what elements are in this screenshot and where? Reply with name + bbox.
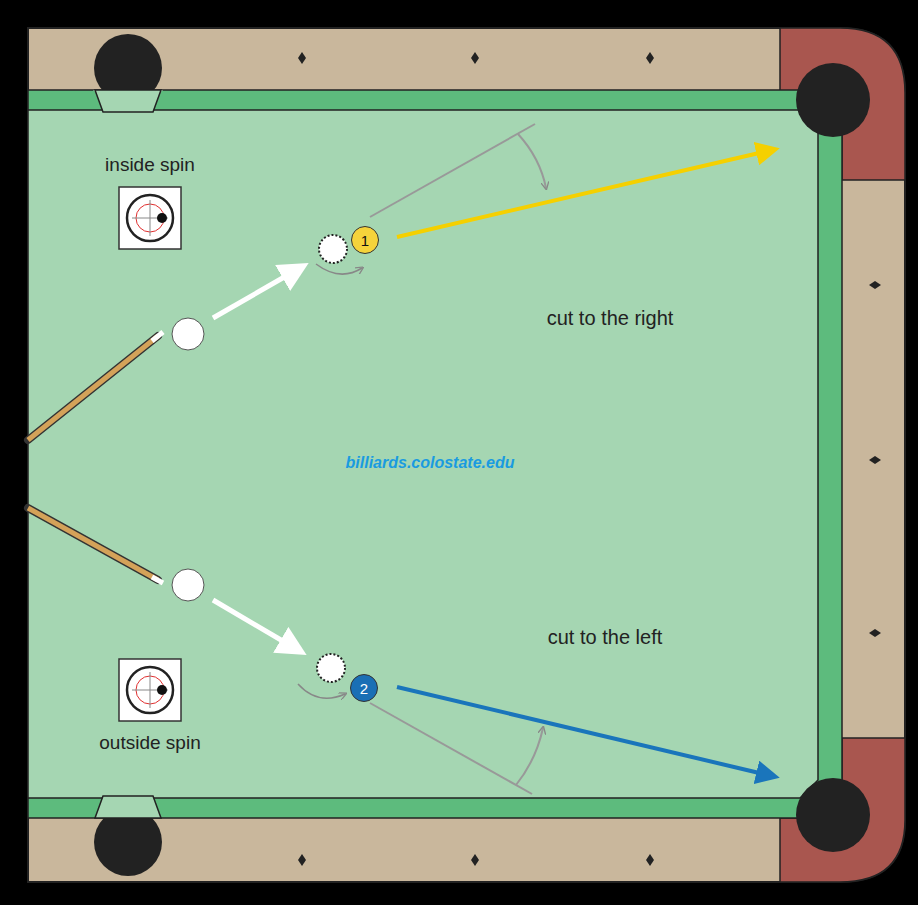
watermark: billiards.colostate.edu bbox=[346, 454, 515, 472]
shot-label: cut to the left bbox=[548, 626, 663, 649]
spin-panel: outside spin bbox=[99, 658, 200, 756]
ball-number: 2 bbox=[360, 681, 368, 696]
spin-icon bbox=[118, 658, 182, 722]
spin-label: inside spin bbox=[105, 152, 195, 178]
ball-number: 1 bbox=[361, 233, 369, 248]
spin-panel: inside spin bbox=[105, 152, 195, 250]
shot-label: cut to the right bbox=[547, 307, 674, 330]
spin-label: outside spin bbox=[99, 730, 200, 756]
object-ball: 1 bbox=[351, 226, 379, 254]
spin-icon bbox=[118, 186, 182, 250]
object-ball: 2 bbox=[350, 674, 378, 702]
